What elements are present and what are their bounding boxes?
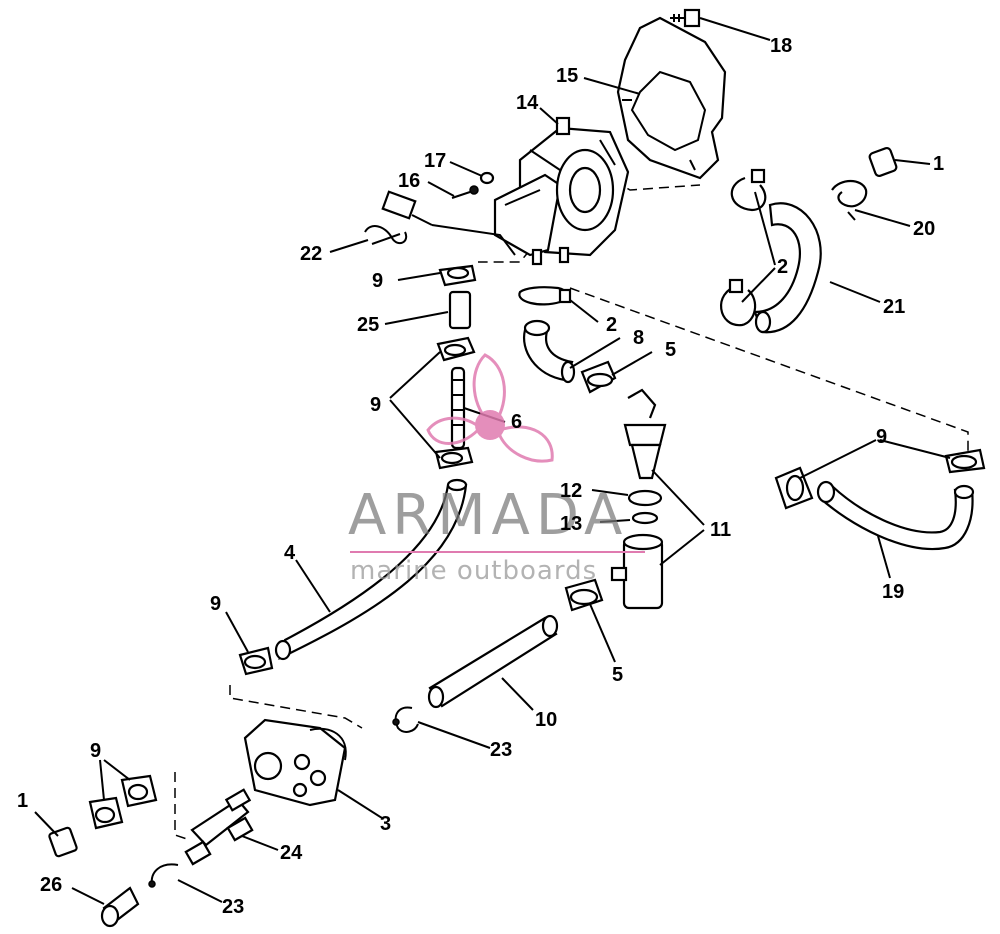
- hose-8: [522, 319, 576, 384]
- callout-20: 20: [913, 218, 936, 240]
- callout-23-lower: 23: [222, 896, 245, 918]
- callout-10: 10: [535, 709, 558, 731]
- hose-4: [274, 478, 468, 661]
- fuel-line-6: [450, 366, 466, 450]
- clip-20: [831, 179, 868, 221]
- bracket-plate: [616, 16, 727, 180]
- callout-18: 18: [770, 35, 793, 57]
- callout-19: 19: [882, 581, 905, 603]
- callout-22: 22: [300, 243, 323, 265]
- callout-9-e: 9: [90, 740, 102, 762]
- callout-11: 11: [710, 519, 732, 541]
- callout-9-b: 9: [370, 394, 382, 416]
- clamp-9-f: [120, 774, 158, 808]
- callout-17: 17: [424, 150, 447, 172]
- clamp-9-b: [436, 336, 476, 362]
- callout-24: 24: [280, 842, 303, 864]
- hose-21: [753, 202, 822, 334]
- callout-4: 4: [284, 542, 296, 564]
- clamp-2-upper: [730, 168, 767, 212]
- fitting-1-top: [868, 146, 898, 178]
- clamp-5-lower: [564, 578, 604, 612]
- watermark-propeller: [426, 353, 554, 463]
- screw-16: [451, 185, 479, 199]
- callout-5-upper: 5: [665, 339, 677, 361]
- callout-25: 25: [357, 314, 380, 336]
- hose-10: [427, 614, 559, 709]
- watermark-subtitle: marine outboards: [350, 556, 598, 586]
- callout-23-upper: 23: [490, 739, 513, 761]
- hose-19: [816, 480, 975, 551]
- clamp-9-e: [238, 646, 274, 676]
- callout-15: 15: [556, 65, 579, 87]
- callout-1-top: 1: [933, 153, 945, 175]
- fuel-pump: [493, 116, 630, 266]
- callout-3: 3: [380, 813, 392, 835]
- filter-11: [623, 388, 667, 480]
- clamp-9-a: [438, 264, 477, 287]
- callout-16: 16: [398, 170, 421, 192]
- watermark-title: ARMADA: [348, 483, 629, 548]
- callout-9-a: 9: [372, 270, 384, 292]
- clamp-2-mid: [720, 278, 757, 327]
- screw-18: [670, 8, 701, 28]
- callout-2-lower: 2: [606, 314, 618, 336]
- clamp-9-c: [434, 446, 474, 470]
- callout-14: 14: [516, 92, 539, 114]
- sender-wire: [364, 190, 516, 256]
- clamp-23-upper: [392, 706, 419, 733]
- oring-13: [631, 511, 659, 525]
- callout-6: 6: [511, 411, 523, 433]
- callout-9-c: 9: [876, 426, 888, 448]
- callout-21: 21: [883, 296, 906, 318]
- callout-12: 12: [560, 480, 583, 502]
- clamp-9-g: [88, 796, 124, 830]
- callout-9-d: 9: [210, 593, 222, 615]
- callout-5-lower: 5: [612, 664, 624, 686]
- clamp-5-upper: [580, 360, 617, 394]
- clamp-9-d-lower: [774, 466, 814, 510]
- filter-bowl: [610, 533, 664, 610]
- clamp-23-lower: [148, 863, 179, 888]
- leader-lines: [34, 17, 951, 905]
- oring-12: [627, 489, 663, 507]
- callout-2-upper: 2: [777, 256, 789, 278]
- callout-13: 13: [560, 513, 583, 535]
- clamp-2-lower: [518, 286, 572, 306]
- callout-1-bottom: 1: [17, 790, 29, 812]
- plug-26: [100, 886, 140, 928]
- t-connector-24: [184, 788, 254, 866]
- callout-8: 8: [633, 327, 645, 349]
- part-3: [243, 718, 347, 807]
- clamp-9-d-upper: [944, 448, 986, 474]
- nut-17: [479, 171, 495, 185]
- fitting-25: [448, 290, 472, 330]
- callout-26: 26: [40, 874, 63, 896]
